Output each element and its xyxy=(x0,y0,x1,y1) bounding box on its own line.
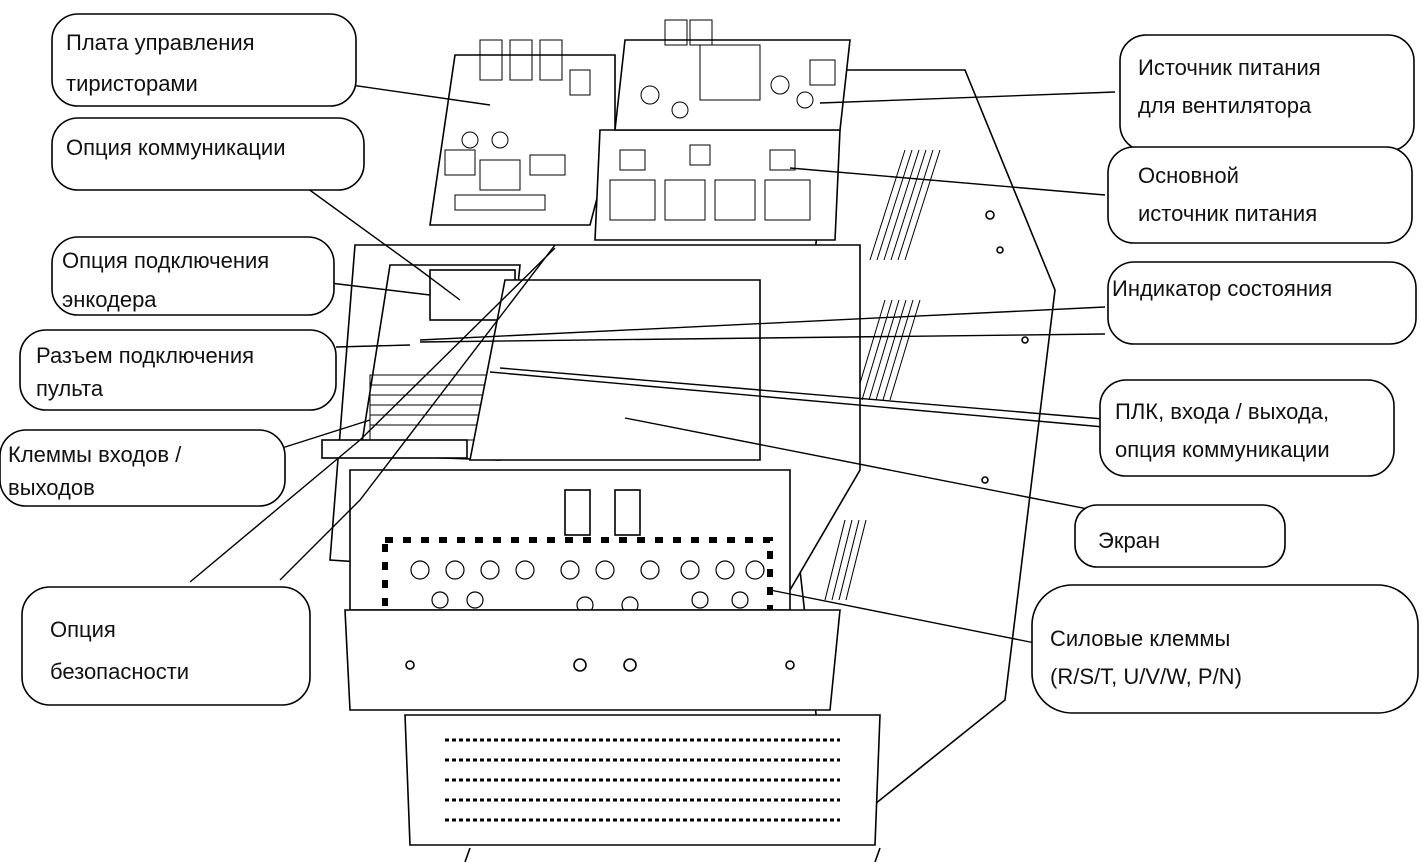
callout-box-keypad-connector xyxy=(19,329,337,411)
label-encoder-option-line2: энкодера xyxy=(62,287,157,312)
label-io-terminals-line2: выходов xyxy=(8,475,95,500)
label-keypad-connector-line2: пульта xyxy=(36,376,104,401)
fan-power-board-components xyxy=(640,19,836,119)
leader-thyristor-board xyxy=(329,81,491,106)
label-main-power-line2: источник питания xyxy=(1138,201,1317,226)
callout-box-safety-option xyxy=(21,586,311,706)
label-encoder-option-line1: Опция подключения xyxy=(62,248,269,273)
leader-safety-option-2 xyxy=(189,247,556,583)
leader-comm-option xyxy=(299,182,461,301)
main-power-board xyxy=(594,129,841,241)
main-power-board-components xyxy=(609,144,811,221)
callout-box-main-power xyxy=(1107,146,1413,244)
leader-plc-io xyxy=(499,367,1116,421)
callout-balloons xyxy=(0,13,1419,714)
callout-box-power-terminals xyxy=(1031,584,1419,714)
callout-box-status-indicator xyxy=(1107,261,1417,345)
label-fan-power-line2: для вентилятора xyxy=(1138,93,1312,118)
io-terminal-block xyxy=(369,374,491,441)
callout-box-comm-option xyxy=(51,117,365,191)
label-main-power-line1: Основной xyxy=(1138,163,1239,188)
power-terminal-area-marker xyxy=(382,537,773,623)
callout-box-thyristor-board xyxy=(51,13,357,107)
thyristor-board-components xyxy=(444,39,591,211)
label-thyristor-board-line2: тиристорами xyxy=(66,71,198,96)
leader-io-terminals xyxy=(281,419,371,449)
capacitors xyxy=(564,489,641,536)
leader-status-indicator xyxy=(419,306,1106,341)
label-io-terminals-line1: Клеммы входов / xyxy=(8,442,182,467)
callout-box-plc-io xyxy=(1099,379,1395,477)
label-screen-line1: Экран xyxy=(1098,528,1160,553)
fan-power-board xyxy=(614,39,851,131)
leader-power-terminals xyxy=(769,589,1051,647)
cover-plate-screws xyxy=(405,658,795,672)
label-thyristor-board-line1: Плата управления xyxy=(66,30,255,55)
leader-encoder-option xyxy=(329,282,431,296)
callout-box-io-terminals xyxy=(0,429,286,507)
leader-fan-power xyxy=(819,91,1116,104)
label-plc-io-line2: опция коммуникации xyxy=(1115,437,1330,462)
label-comm-option-line1: Опция коммуникации xyxy=(66,135,286,160)
inverter-chassis-drawing xyxy=(321,19,1056,862)
label-plc-io-line1: ПЛК, входа / выхода, xyxy=(1115,399,1329,424)
leader-lines xyxy=(189,81,1116,647)
mounting-bracket xyxy=(321,439,468,459)
chassis-bottom-edge-right xyxy=(874,847,881,862)
label-safety-option-line1: Опция xyxy=(50,617,116,642)
callout-box-screen xyxy=(1074,504,1286,568)
leader-main-power xyxy=(789,167,1106,196)
front-cover-plate xyxy=(344,609,841,711)
leader-keypad-connector xyxy=(335,344,411,348)
label-keypad-connector-line1: Разъем подключения xyxy=(36,343,254,368)
callout-labels: Плата управления тиристорами Источник пи… xyxy=(8,30,1332,689)
label-power-terminals-line1: Силовые клеммы xyxy=(1050,626,1230,651)
label-fan-power-line1: Источник питания xyxy=(1138,55,1321,80)
leader-plc-io-2 xyxy=(489,371,1116,429)
label-safety-option-line2: безопасности xyxy=(50,659,189,684)
leader-status-indicator-2 xyxy=(419,333,1106,343)
shield-plate xyxy=(469,279,761,461)
leader-safety-option xyxy=(279,244,556,581)
leader-screen xyxy=(624,417,1099,512)
right-wall-screws xyxy=(981,210,1029,484)
vent-slots xyxy=(445,738,840,822)
chassis-bottom-edge xyxy=(464,847,471,862)
label-status-indicator-line1: Индикатор состояния xyxy=(1112,276,1332,301)
callout-box-encoder-option xyxy=(51,236,335,316)
label-power-terminals-line2: (R/S/T, U/V/W, P/N) xyxy=(1050,664,1242,689)
